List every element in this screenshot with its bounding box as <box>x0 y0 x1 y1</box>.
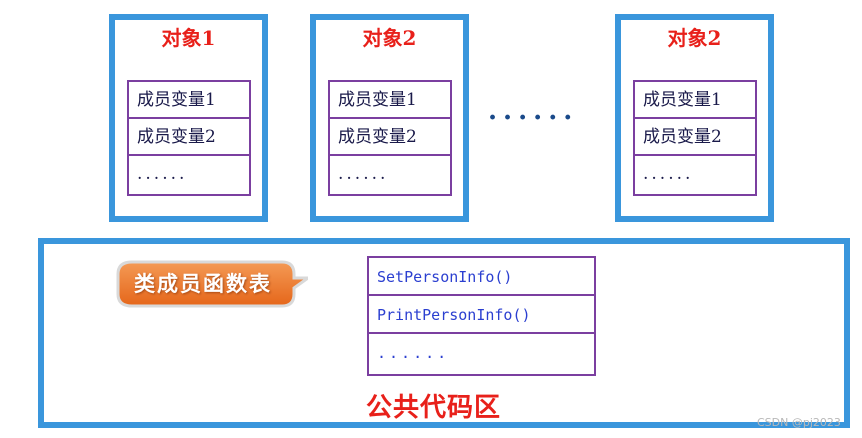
object-title: 对象1 <box>161 26 216 50</box>
member-function-table: SetPersonInfo() PrintPersonInfo() ...... <box>367 256 596 376</box>
member-variable-row: 成员变量2 <box>129 119 249 156</box>
member-function-row: ...... <box>377 344 450 362</box>
member-variable-table: 成员变量1 成员变量2 ...... <box>633 80 757 196</box>
object-box-3: 对象2 成员变量1 成员变量2 ...... <box>615 14 774 222</box>
member-variable-table: 成员变量1 成员变量2 ...... <box>328 80 452 196</box>
callout-label: 类成员函数表 <box>134 272 272 296</box>
member-variable-row: 成员变量1 <box>129 82 249 119</box>
member-variable-row: ...... <box>338 164 389 184</box>
object-title: 对象2 <box>362 26 417 50</box>
member-variable-row: 成员变量1 <box>330 82 450 119</box>
class-member-function-callout: 类成员函数表 <box>112 258 313 310</box>
callout-bubble-shape <box>116 260 313 308</box>
member-function-row: PrintPersonInfo() <box>369 296 594 334</box>
code-area-title: 公共代码区 <box>366 393 502 423</box>
member-variable-row: 成员变量2 <box>635 119 755 156</box>
member-function-row: SetPersonInfo() <box>369 258 594 296</box>
watermark: CSDN @pj2023 <box>757 416 841 429</box>
member-variable-table: 成员变量1 成员变量2 ...... <box>127 80 251 196</box>
object-box-2: 对象2 成员变量1 成员变量2 ...... <box>310 14 469 222</box>
member-variable-row: ...... <box>643 164 694 184</box>
object-box-1: 对象1 成员变量1 成员变量2 ...... <box>109 14 268 222</box>
object-title: 对象2 <box>667 26 722 50</box>
member-variable-row: 成员变量1 <box>635 82 755 119</box>
member-variable-row: ...... <box>137 164 188 184</box>
objects-ellipsis: ...... <box>488 96 579 126</box>
member-variable-row: 成员变量2 <box>330 119 450 156</box>
